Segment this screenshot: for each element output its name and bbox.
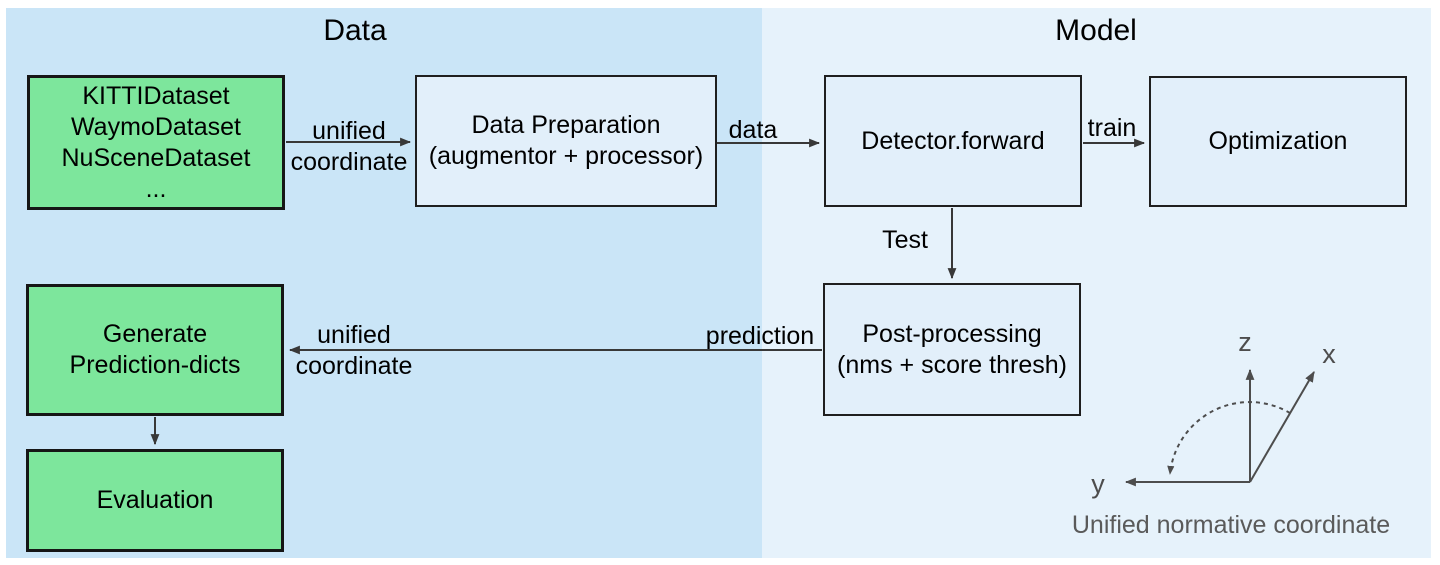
flow-node-data-preparation: Data Preparation (augmentor + processor) [415, 75, 717, 207]
node-line: Prediction-dicts [69, 351, 241, 379]
flow-node-post-processing: Post-processing (nms + score thresh) [823, 283, 1081, 416]
node-line: WaymoDataset [71, 112, 241, 141]
flow-node-detector-forward: Detector.forward [824, 75, 1082, 207]
node-line: Detector.forward [861, 126, 1045, 155]
flow-node-evaluation: Evaluation [26, 449, 284, 552]
node-line: Data Preparation [471, 111, 661, 139]
y-axis-label: y [1091, 469, 1105, 499]
x-axis-label: x [1322, 339, 1336, 369]
edge-label-train: train [1087, 114, 1137, 142]
flow-node-datasets: KITTIDataset WaymoDataset NuSceneDataset… [27, 75, 285, 210]
yaw-rotation-arc [1167, 401, 1291, 475]
node-line: KITTIDataset [82, 81, 230, 110]
flow-arrows [150, 137, 1146, 446]
edge-label-test: Test [882, 226, 928, 254]
axes-caption: Unified normative coordinate [1071, 511, 1391, 539]
edge-label-line: coordinate [295, 352, 413, 380]
data-section-title: Data [323, 14, 387, 47]
node-line: ... [145, 174, 167, 203]
node-line: Generate [102, 320, 208, 348]
edge-label-line: coordinate [290, 148, 408, 176]
z-axis-label: z [1238, 327, 1252, 357]
edge-label-unified-coordinate-top: unified coordinate [284, 116, 414, 178]
model-section-title: Model [1055, 14, 1137, 47]
node-line: (nms + score thresh) [837, 350, 1067, 379]
edge-label-line: unified [317, 321, 391, 349]
edge-label-line: unified [312, 117, 386, 145]
node-line: Evaluation [96, 486, 214, 514]
edge-label-unified-coordinate-bottom: unified coordinate [289, 320, 419, 382]
flow-node-generate-prediction-dicts: Generate Prediction-dicts [26, 284, 284, 416]
coordinate-axes [1124, 368, 1315, 487]
flow-node-optimization: Optimization [1149, 76, 1407, 207]
edge-label-data: data [728, 116, 778, 144]
node-line: NuSceneDataset [61, 143, 251, 172]
node-line: Optimization [1208, 127, 1348, 155]
node-line: Post-processing [862, 319, 1042, 348]
edge-label-prediction: prediction [705, 322, 815, 350]
node-line: (augmentor + processor) [428, 142, 704, 170]
x-axis-arrow [1249, 371, 1315, 483]
